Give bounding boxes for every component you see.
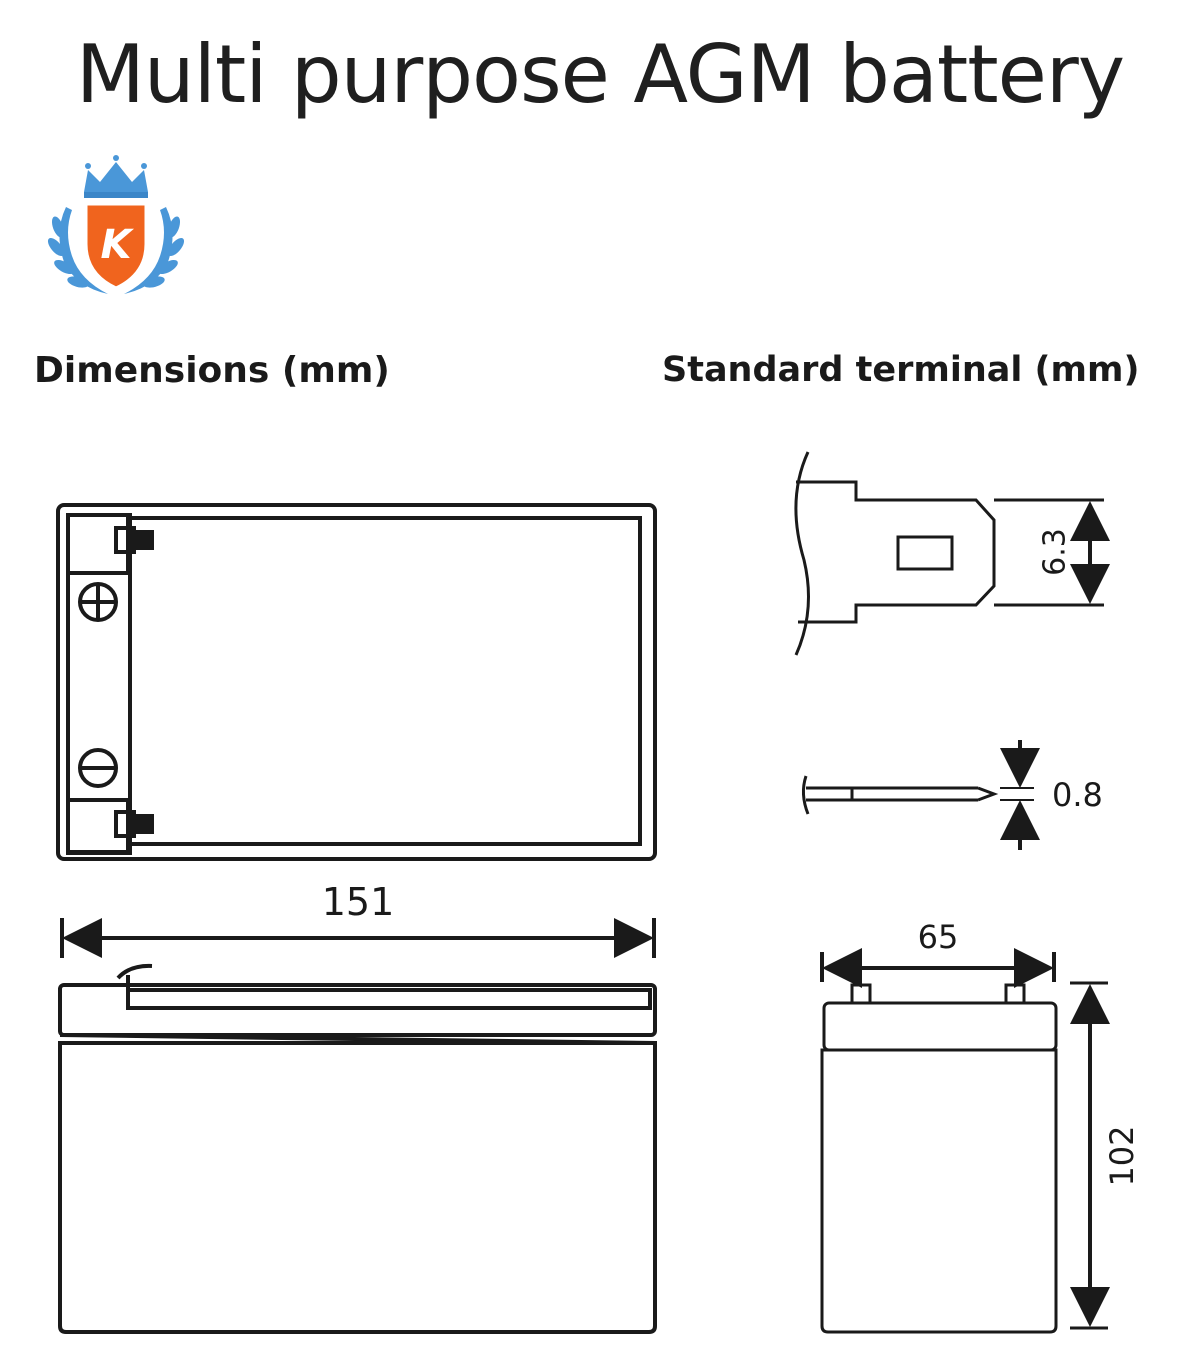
- terminal-thickness-dimension: [1000, 740, 1040, 850]
- negative-symbol: [78, 748, 118, 788]
- brand-logo: K: [47, 155, 185, 294]
- height-dimension: [1070, 981, 1110, 1330]
- terminal-front-view: [794, 451, 996, 656]
- height-label: 102: [1103, 1125, 1141, 1186]
- laurel-wreath-icon: [47, 207, 185, 294]
- width-dimension: [820, 948, 1056, 988]
- terminal-side-view: [801, 775, 999, 815]
- terminal-thickness-label: 0.8: [1052, 776, 1103, 814]
- dimensions-label: Dimensions (mm): [34, 350, 390, 391]
- battery-top-view: [56, 503, 657, 861]
- logo-letter: K: [101, 222, 135, 268]
- page-title: Multi purpose AGM battery: [75, 28, 1125, 121]
- positive-symbol: [78, 582, 118, 622]
- terminal-width-dimension: [994, 498, 1110, 607]
- battery-side-view: [58, 963, 657, 1334]
- crown-icon: [84, 155, 148, 198]
- terminal-label: Standard terminal (mm): [662, 350, 1140, 390]
- terminal-width-label: 6.3: [1038, 528, 1073, 576]
- width-label: 65: [918, 918, 959, 956]
- battery-end-view: [820, 983, 1058, 1334]
- length-dimension: [60, 918, 656, 958]
- shield-icon: K: [84, 202, 148, 290]
- terminal-top-positive: [66, 513, 154, 575]
- length-label: 151: [322, 880, 395, 924]
- terminal-top-negative: [66, 798, 154, 854]
